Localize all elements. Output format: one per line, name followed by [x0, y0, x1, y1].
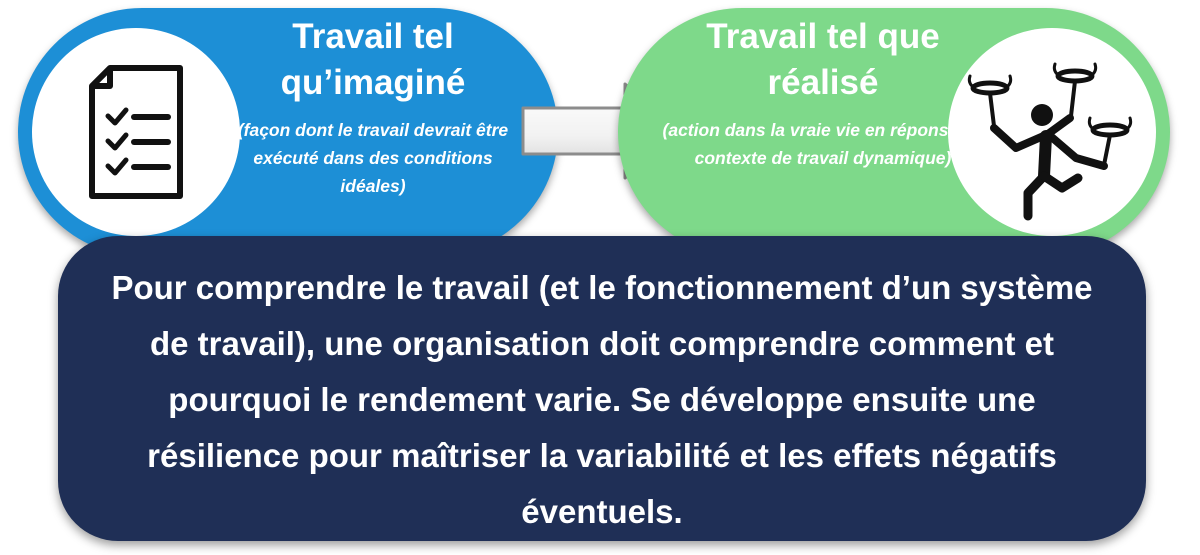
- left-pill-text: Travail tel qu’imaginé (façon dont le tr…: [228, 14, 518, 200]
- juggling-person-icon: [967, 62, 1133, 221]
- main-message-box: Pour comprendre le travail (et le foncti…: [58, 236, 1146, 541]
- work-as-done-pill: Travail tel que réalisé (action dans la …: [618, 8, 1170, 256]
- left-pill-title: Travail tel qu’imaginé: [280, 17, 466, 102]
- left-pill-subtitle: (façon dont le travail devrait être exéc…: [237, 120, 509, 196]
- juggler-circle: [948, 28, 1156, 236]
- work-as-imagined-pill: Travail tel qu’imaginé (façon dont le tr…: [18, 8, 558, 256]
- checklist-icon: [89, 65, 183, 199]
- checklist-circle: [32, 28, 240, 236]
- right-pill-text: Travail tel que réalisé (action dans la …: [658, 14, 988, 172]
- right-pill-subtitle: (action dans la vraie vie en réponse au …: [662, 120, 984, 168]
- main-message-text: Pour comprendre le travail (et le foncti…: [111, 269, 1093, 530]
- right-pill-title: Travail tel que réalisé: [706, 17, 940, 102]
